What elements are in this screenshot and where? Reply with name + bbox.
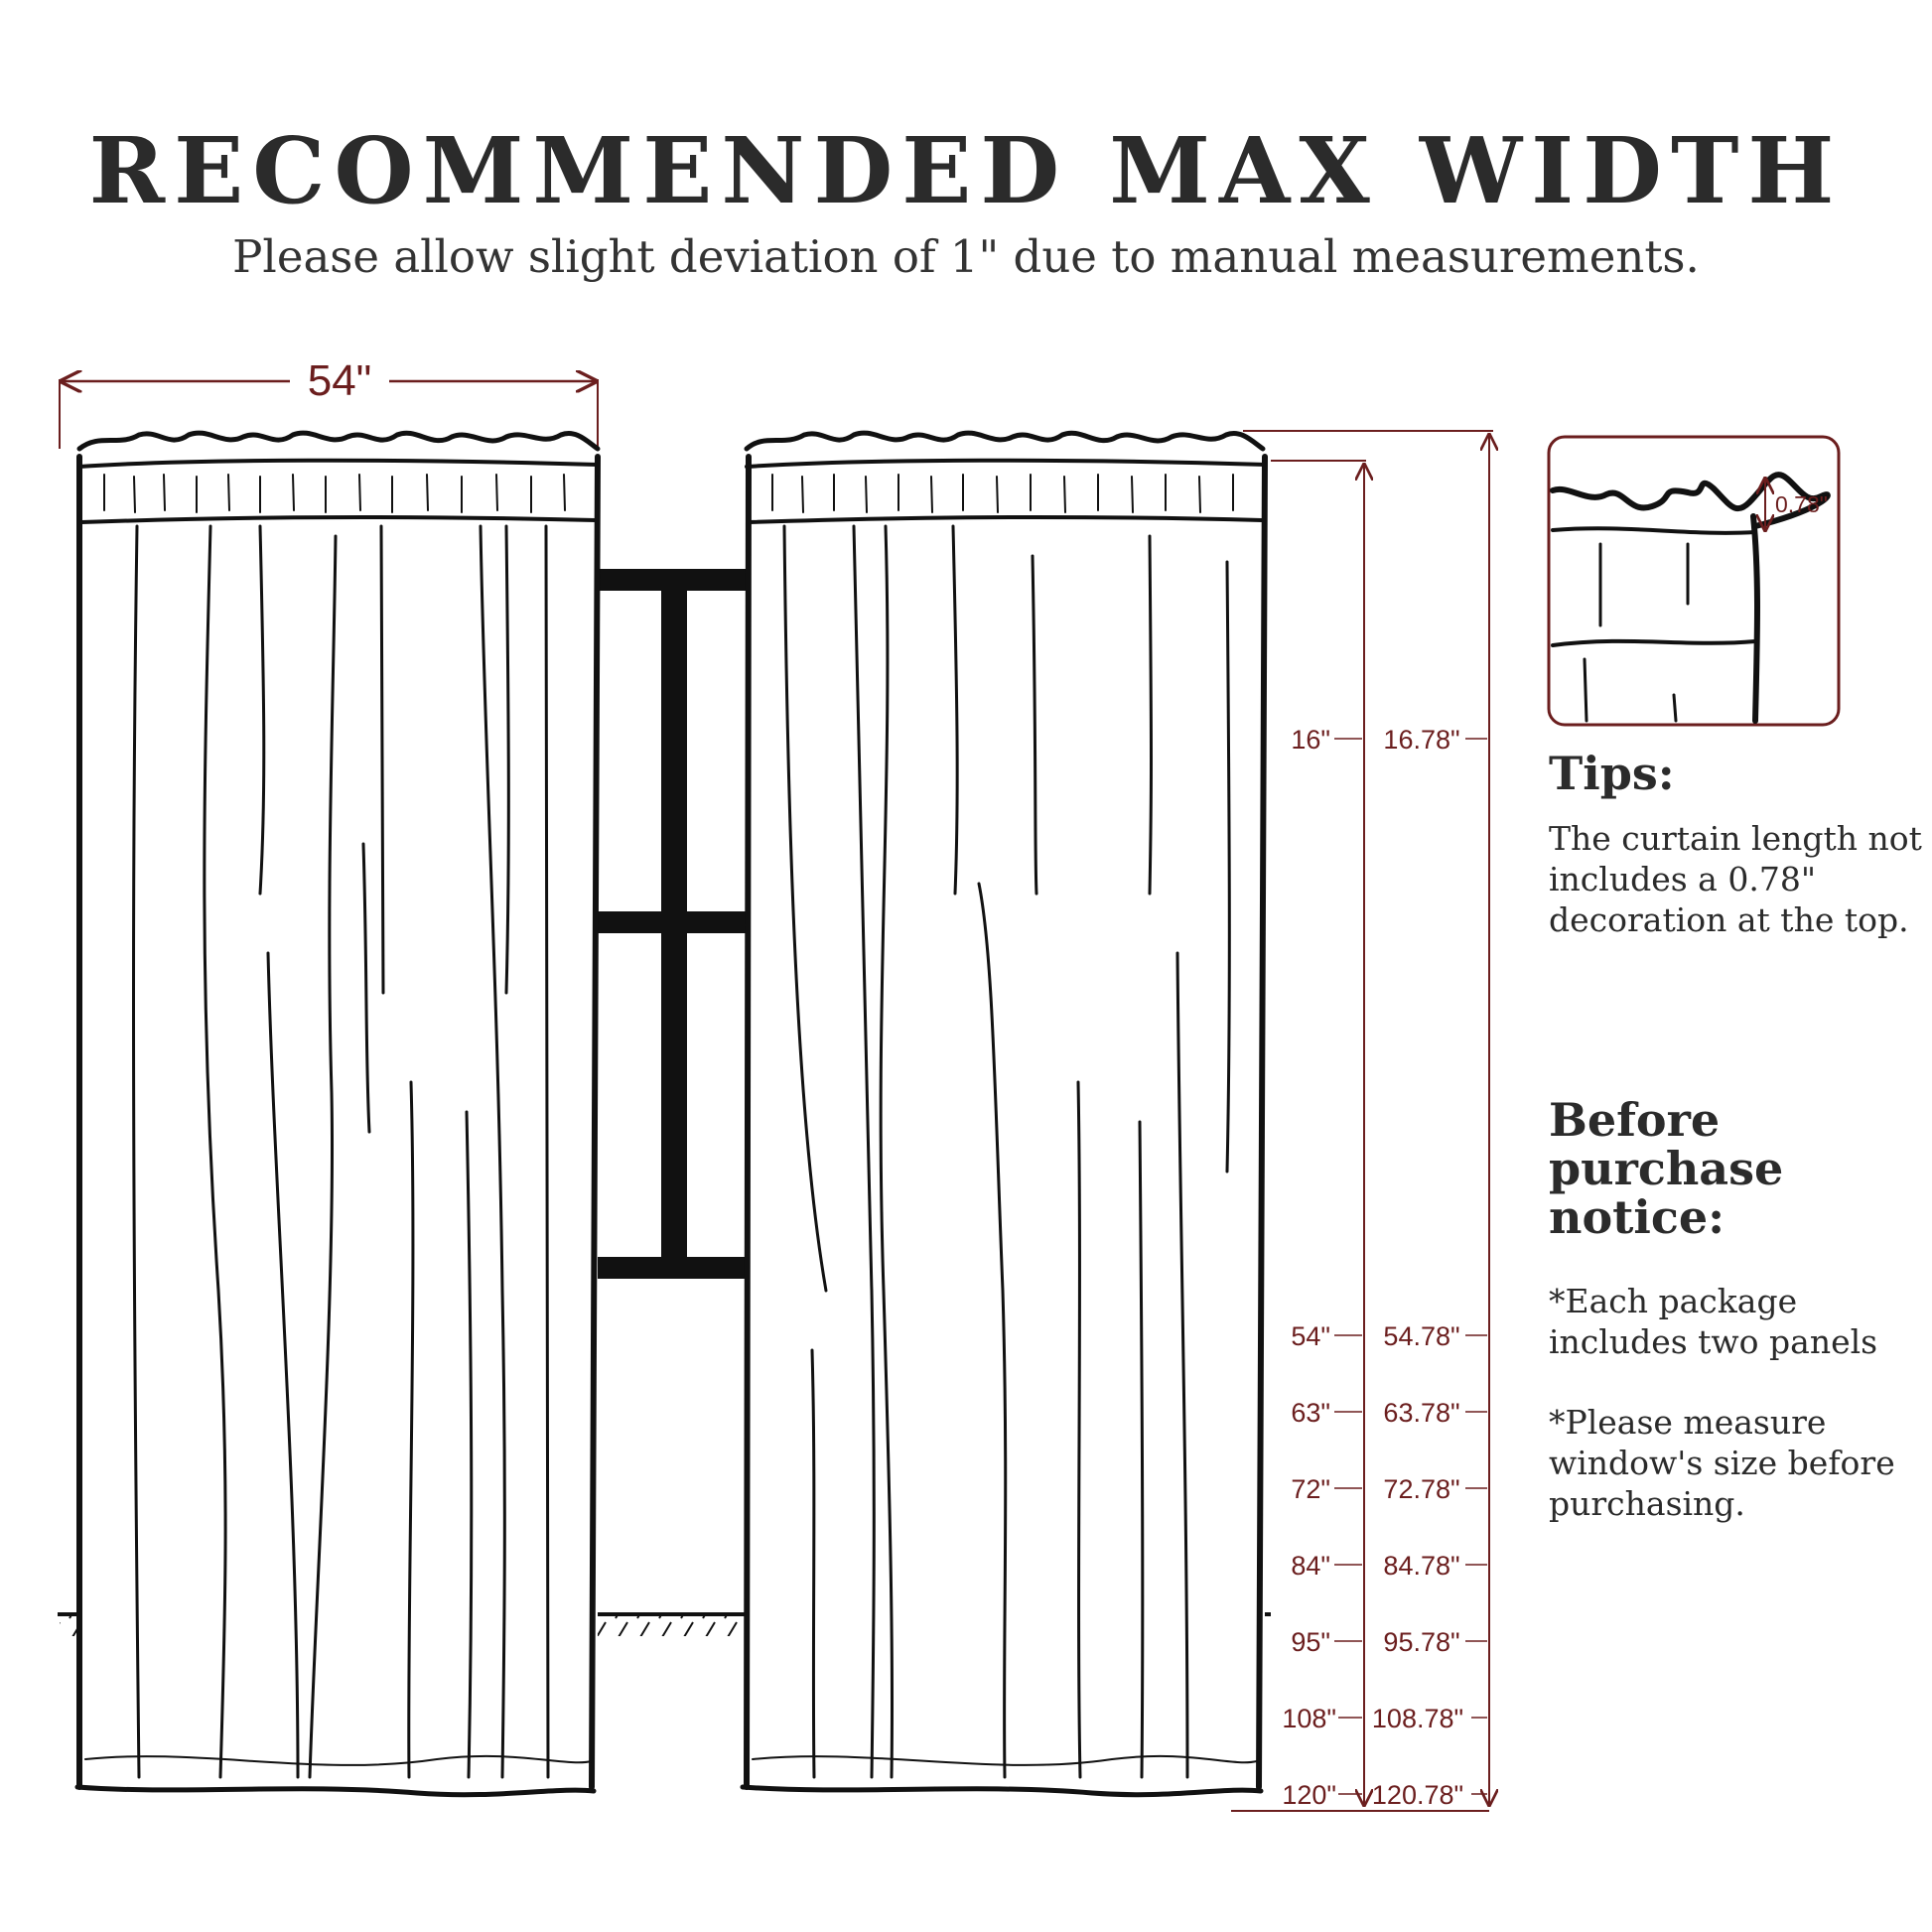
length-label: 72" [1291,1474,1330,1504]
length-dimension [1231,430,1493,1812]
tips-title: Tips: [1549,747,1675,800]
total-length-label: 72.78" [1383,1474,1459,1504]
left-curtain-panel [74,430,601,1798]
length-label: 84" [1291,1551,1330,1581]
length-label: 63" [1291,1398,1330,1428]
total-length-label: 108.78" [1372,1704,1463,1733]
page-subtitle: Please allow slight deviation of 1" due … [232,230,1700,283]
length-label: 108" [1282,1704,1336,1733]
total-length-label: 120.78" [1372,1780,1463,1810]
length-label: 120" [1282,1780,1336,1810]
total-length-label: 16.78" [1383,725,1459,755]
length-label: 54" [1291,1321,1330,1351]
page-title: RECOMMENDED MAX WIDTH [88,117,1844,224]
length-label: 95" [1291,1627,1330,1657]
tips-text: The curtain length not includes a 0.78" … [1549,819,1922,939]
notice-item: *Please measure window's size before pur… [1549,1403,1895,1523]
width-label: 54" [308,356,372,405]
notice-title: Before purchase notice: [1549,1093,1784,1244]
length-labels: 16" 16.78" 54" 54.78" 63" 63.78" 72" 72.… [1282,725,1463,1810]
total-length-label: 54.78" [1383,1321,1459,1351]
length-label: 16" [1291,725,1330,755]
length-ticks [1334,738,1487,1795]
notice-item: *Each package includes two panels [1549,1282,1878,1361]
right-curtain-panel [740,430,1268,1798]
window-frame [592,569,755,1279]
detail-inset: 0.78" [1547,435,1841,727]
width-dimension: 54" [59,356,599,449]
total-length-label: 95.78" [1383,1627,1459,1657]
total-length-label: 63.78" [1383,1398,1459,1428]
total-length-label: 84.78" [1383,1551,1459,1581]
detail-label: 0.78" [1775,491,1828,517]
